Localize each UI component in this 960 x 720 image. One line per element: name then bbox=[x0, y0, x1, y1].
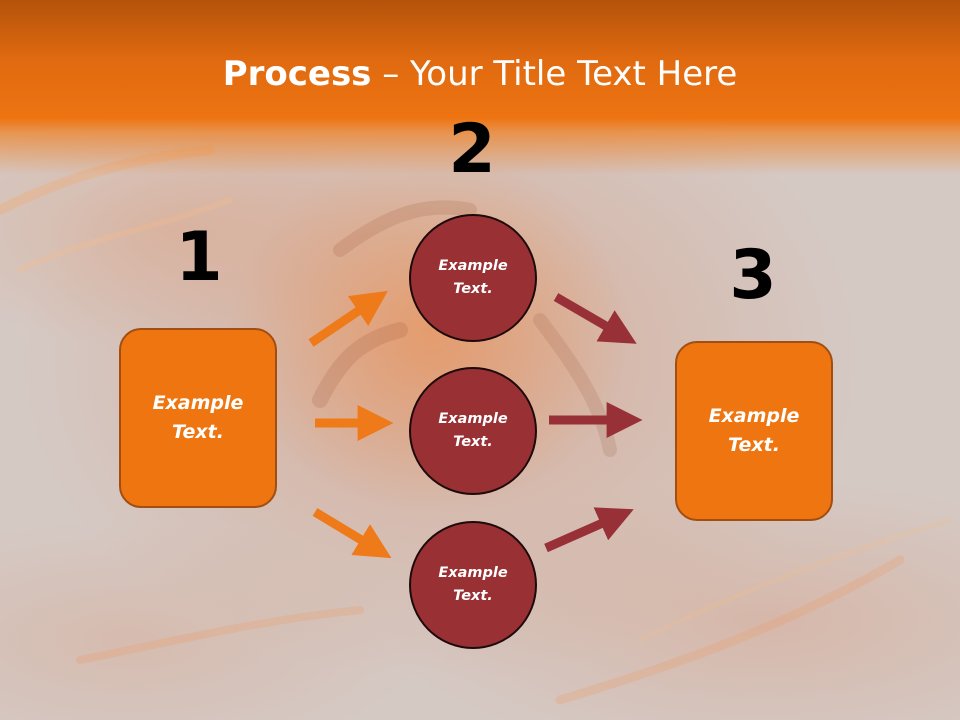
circle-middle[interactable]: Example Text. bbox=[409, 367, 537, 495]
step-number-1: 1 bbox=[175, 218, 223, 297]
circle-bottom-text: Example Text. bbox=[438, 565, 508, 604]
title-bold-part: Process bbox=[222, 54, 372, 94]
step-number-3: 3 bbox=[729, 236, 777, 315]
circle-top-text: Example Text. bbox=[438, 258, 508, 297]
step-box-left[interactable]: Example Text. bbox=[119, 328, 277, 508]
arrow-left-to-top bbox=[308, 290, 388, 347]
arrow-left-to-bottom bbox=[312, 508, 392, 559]
arrow-top-to-right bbox=[553, 293, 637, 344]
slide-title: Process – Your Title Text Here bbox=[0, 52, 960, 96]
header-band bbox=[0, 0, 960, 175]
circle-middle-text: Example Text. bbox=[438, 411, 508, 450]
circle-top[interactable]: Example Text. bbox=[409, 214, 537, 342]
step-box-right[interactable]: Example Text. bbox=[675, 341, 833, 521]
title-rest-part: – Your Title Text Here bbox=[371, 54, 738, 94]
step-number-2: 2 bbox=[448, 110, 496, 189]
arrow-bottom-to-right bbox=[544, 507, 634, 553]
step-box-right-text: Example Text. bbox=[708, 405, 800, 456]
circle-bottom[interactable]: Example Text. bbox=[409, 521, 537, 649]
step-box-left-text: Example Text. bbox=[152, 392, 244, 443]
